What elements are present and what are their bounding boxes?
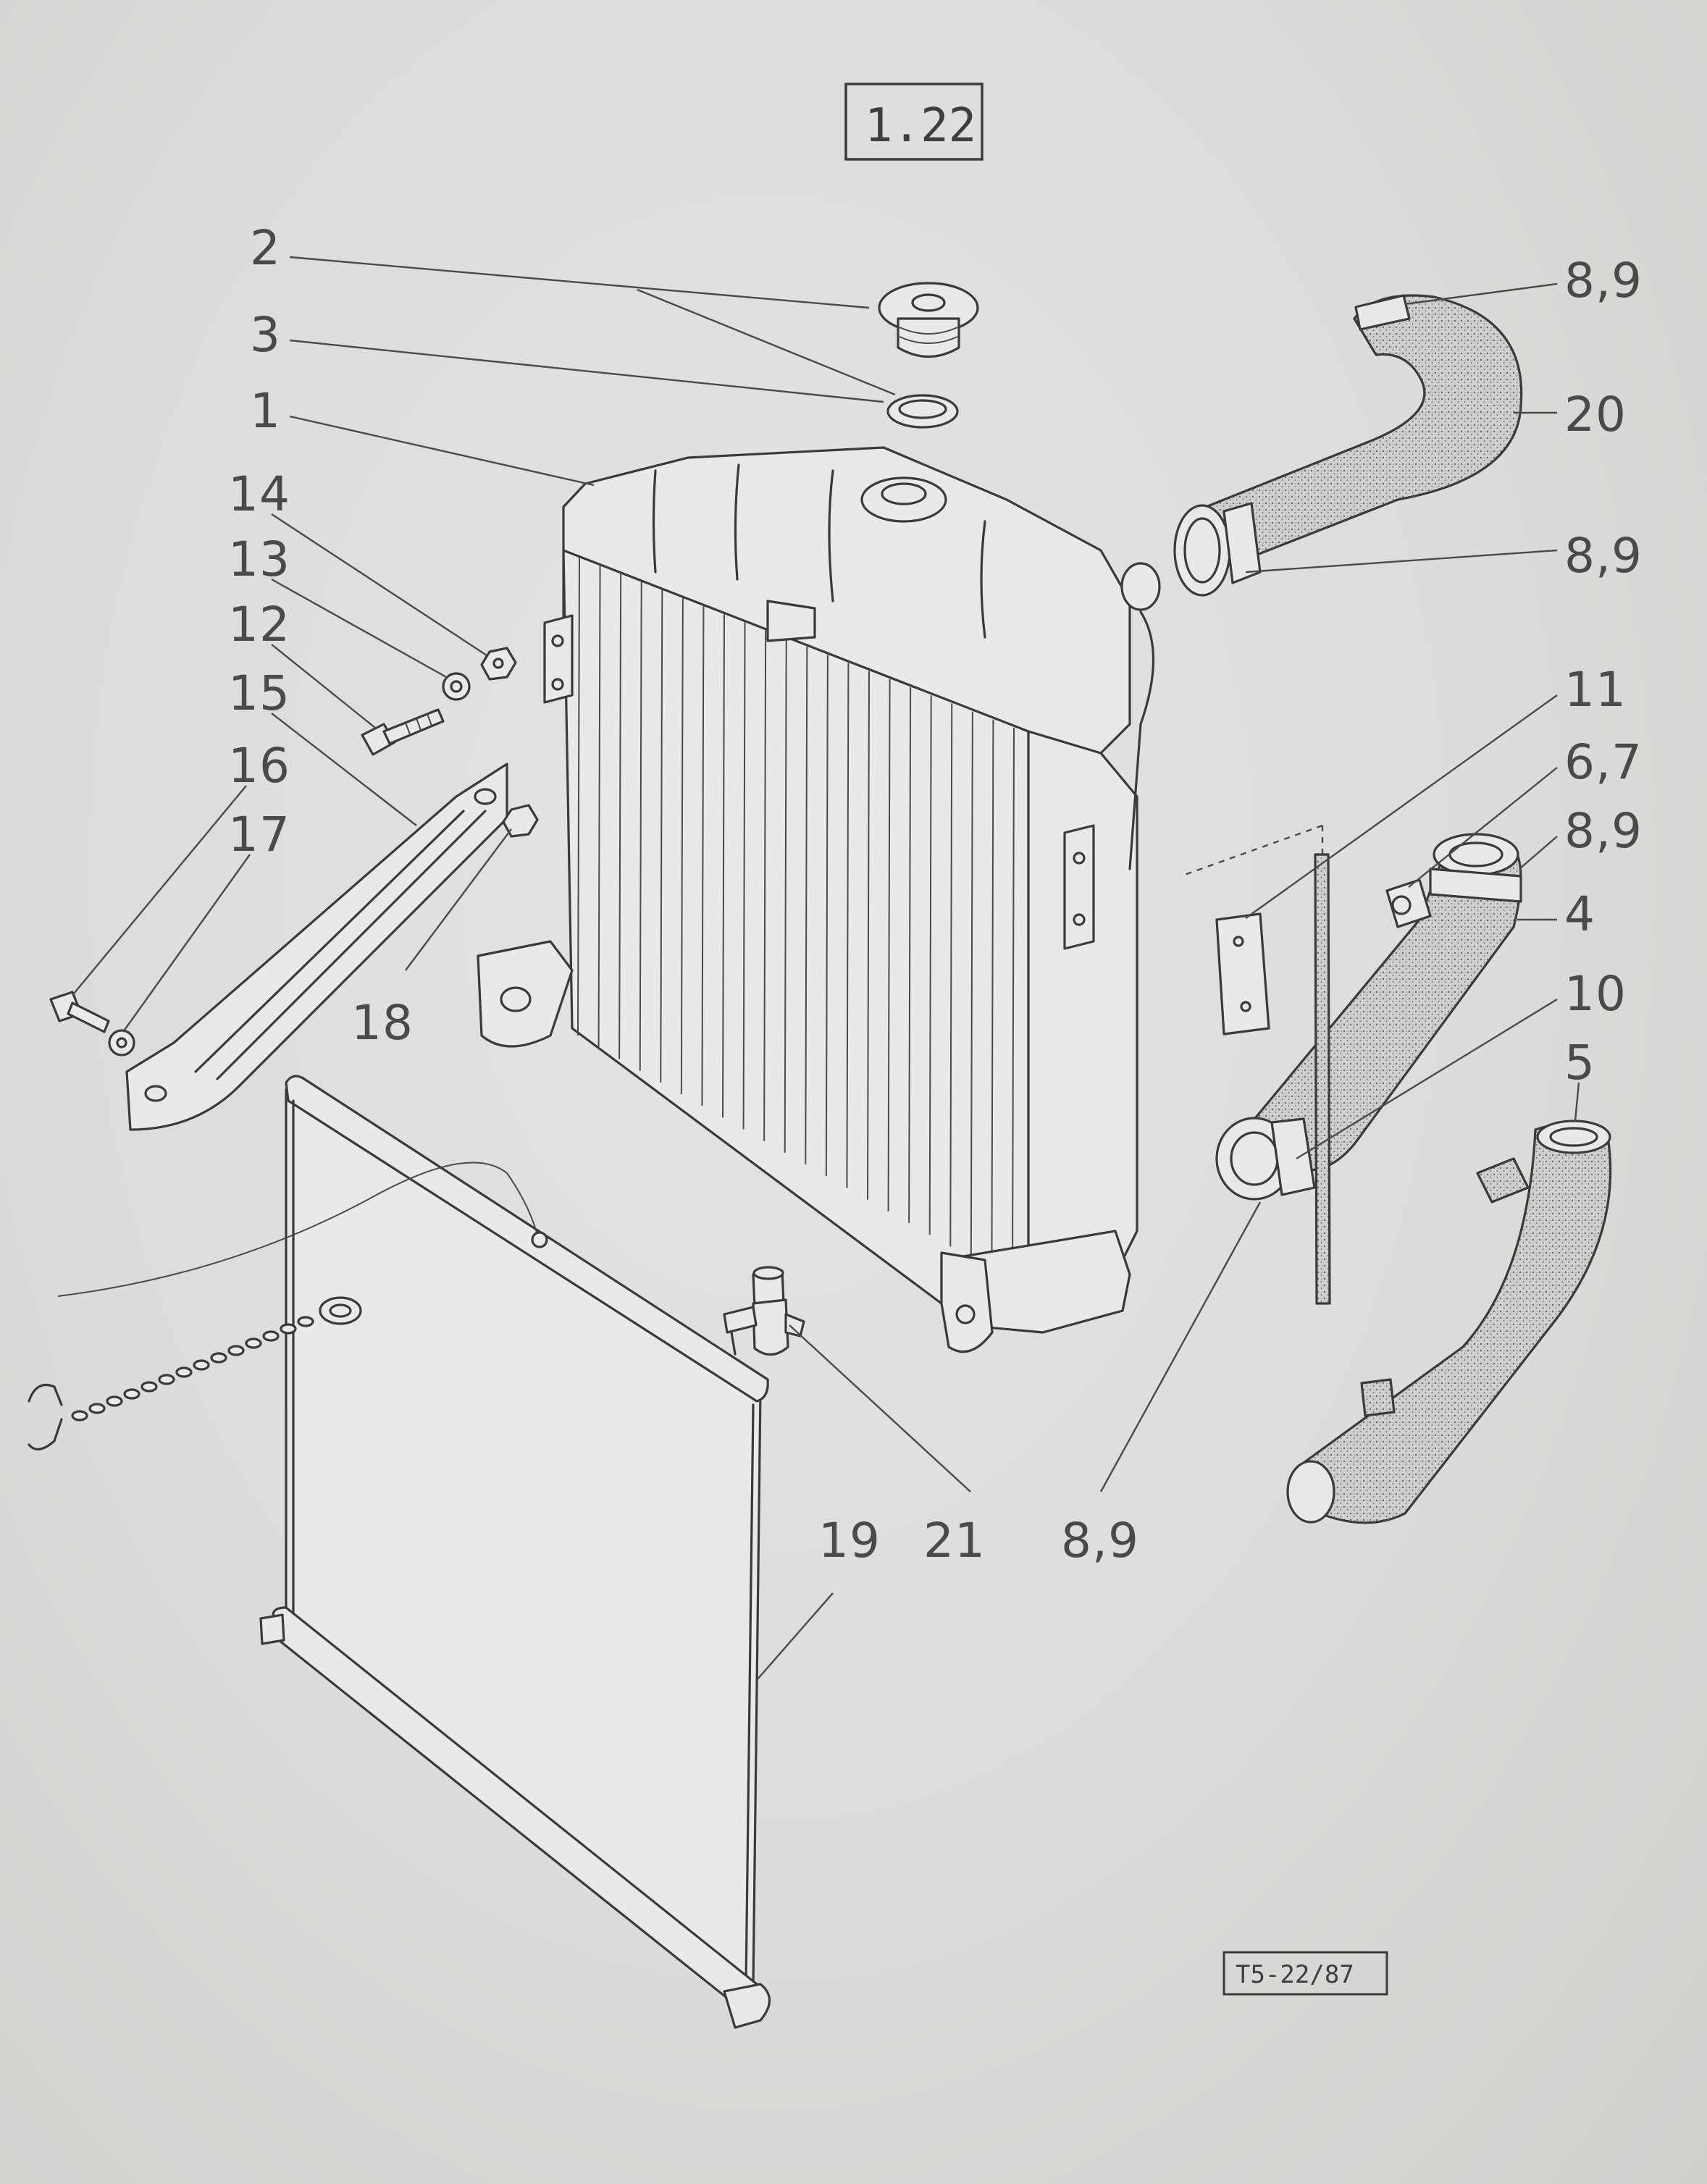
- radiator-fin: [867, 671, 870, 1200]
- chain-link: [158, 1374, 175, 1385]
- callout-6-7: 6,7: [1564, 734, 1643, 790]
- radiator-fin: [639, 581, 642, 1071]
- radiator-fin: [928, 695, 932, 1235]
- radiator-fin: [846, 663, 850, 1188]
- roller-blind-icon: [57, 1075, 771, 2029]
- figure-ref-number: 1.22: [865, 99, 976, 153]
- upper-hose-icon: [1173, 294, 1523, 597]
- radiator-fin: [970, 711, 973, 1259]
- callout-5: 5: [1564, 1035, 1595, 1091]
- radiator-core-icon: [477, 446, 1161, 1353]
- radiator-fin: [825, 655, 829, 1177]
- callout-8-9-right: 8,9: [1564, 803, 1643, 859]
- chain-link: [262, 1330, 280, 1342]
- callout-2: 2: [250, 220, 281, 276]
- callout-8-9-mid: 8,9: [1564, 528, 1643, 584]
- chain-link: [140, 1381, 158, 1393]
- radiator-fin: [908, 687, 912, 1224]
- callout-1: 1: [250, 383, 281, 439]
- radiator-fin: [784, 638, 787, 1153]
- chain-link: [280, 1323, 297, 1335]
- callout-13: 13: [228, 532, 290, 587]
- bolt-icon: [361, 708, 445, 756]
- bolt-icon-stay: [49, 991, 110, 1033]
- radiator-fin: [660, 589, 663, 1083]
- callout-19: 19: [818, 1513, 881, 1568]
- nut-icon-stay: [502, 804, 539, 838]
- chain-link: [297, 1316, 314, 1327]
- chain-link: [88, 1403, 106, 1414]
- radiator-fin: [618, 574, 622, 1059]
- callout-12: 12: [228, 597, 290, 652]
- callout-20: 20: [1564, 387, 1627, 442]
- radiator-fin: [722, 614, 725, 1118]
- support-rod-icon: [1180, 824, 1331, 1305]
- callout-15: 15: [228, 665, 290, 721]
- lock-washer-icon-stay: [108, 1029, 135, 1057]
- lower-hose-icon: [1215, 833, 1522, 1201]
- radiator-fin: [701, 606, 705, 1106]
- callout-11: 11: [1564, 662, 1627, 718]
- radiator-fin: [597, 566, 601, 1048]
- radiator-fin: [763, 630, 767, 1141]
- callout-17: 17: [228, 807, 290, 862]
- filler-cap-icon: [878, 282, 979, 358]
- stay-bracket-icon: [125, 763, 508, 1131]
- callout-8-9-top: 8,9: [1564, 253, 1643, 308]
- callout-3: 3: [250, 307, 281, 363]
- radiator-fin: [991, 719, 994, 1270]
- drain-tap-icon: [723, 1266, 805, 1356]
- callout-10: 10: [1564, 966, 1627, 1022]
- callout-8-9-bottom: 8,9: [1061, 1513, 1139, 1568]
- chain-link: [106, 1395, 123, 1407]
- lower-pipe-icon: [1286, 1120, 1612, 1524]
- leader-lines: [73, 256, 1580, 1681]
- hose-clamp-icon: [1385, 878, 1432, 928]
- nut-icon: [480, 647, 517, 681]
- radiator-fin: [742, 622, 746, 1130]
- lock-washer-icon: [442, 672, 471, 701]
- chain-link: [210, 1352, 227, 1364]
- chain-link: [193, 1359, 210, 1371]
- callout-16: 16: [228, 738, 290, 794]
- chain-link: [175, 1366, 193, 1378]
- figure-ref-box: 1.22: [844, 83, 983, 161]
- drawing-code: T5-22/87: [1236, 1960, 1354, 1989]
- gasket-plate-icon: [1215, 912, 1270, 1036]
- chain-link: [227, 1345, 245, 1356]
- seal-ring-icon: [886, 394, 959, 429]
- chain-icon: [28, 1296, 362, 1450]
- chain-link: [71, 1410, 88, 1421]
- chain-link: [123, 1388, 140, 1400]
- callout-18: 18: [351, 995, 414, 1051]
- radiator-fin: [577, 557, 580, 1036]
- radiator-fin: [680, 597, 684, 1094]
- callout-4: 4: [1564, 886, 1595, 942]
- callout-14: 14: [228, 466, 290, 522]
- radiator-fin: [805, 647, 808, 1165]
- radiator-fin: [887, 679, 891, 1211]
- radiator-fin: [1012, 727, 1015, 1282]
- drawing-code-box: T5-22/87: [1222, 1951, 1388, 1996]
- radiator-fin: [949, 703, 953, 1247]
- callout-21: 21: [923, 1513, 986, 1568]
- chain-link: [245, 1337, 262, 1349]
- callout-labels: 2 3 1 14 13 12 15 16 17 18 8,9 20 8,9 11…: [228, 220, 1643, 1568]
